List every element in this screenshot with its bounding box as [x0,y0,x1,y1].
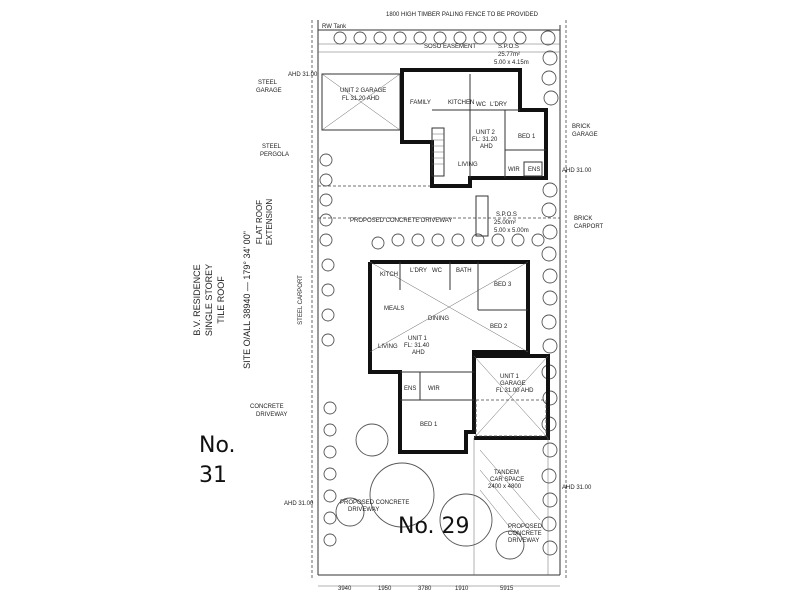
spos-top-dims: 5.00 x 4.15m [494,60,529,66]
site-area: SITE O/ALL 38940 — 179° 34' 00" [242,231,252,369]
flat-roof-note: FLAT ROOF EXTENSION [255,199,274,245]
dim-2: 1950 [378,586,392,592]
unit1-garage: GARAGE [500,381,526,387]
concrete-driveway-2: DRIVEWAY [256,412,287,418]
unit2-wc: WC [476,102,487,108]
unit1-kitch: KITCH [380,272,398,278]
unit-2-building [321,68,548,188]
residence-line-1: B.V. RESIDENCE [192,264,202,335]
dim-5: 5915 [500,586,514,592]
carport-note: STEEL CARPORT [298,275,304,325]
steel-pergola-2: PERGOLA [260,152,289,158]
ahd-left-bottom: AHD 31.00 [284,501,314,507]
unit2-garage-fl: FL 31.20 AHD [342,96,380,102]
unit2-garage: UNIT 2 GARAGE [340,88,386,94]
flat-roof-line-2: EXTENSION [265,199,274,245]
unit2-ens: ENS [528,167,540,173]
unit-1-building [368,260,550,454]
unit1-bed3: BED 3 [494,282,512,288]
unit1-ens: ENS [404,386,416,392]
unit1-garage-fl: FL 31.00 AHD [496,388,534,394]
proposed-right-2: CONCRETE [508,531,542,537]
spos-mid-area: 25.00m² [494,220,516,226]
tandem-1: TANDEM [494,470,519,476]
easement-label: SOSO EASEMENT [424,44,476,50]
unit2-bed1: BED 1 [518,134,536,140]
brick-carport-2: CARPORT [574,224,604,230]
unit2-ahd: AHD [480,144,493,150]
unit2-family: FAMILY [410,100,431,106]
ahd-right-top: AHD 31.00 [562,168,592,174]
unit1-bed2: BED 2 [490,324,508,330]
hedge-left [319,153,337,547]
spos-mid-title: S.P.O.S [496,212,517,218]
rw-tank: RW Tank [322,24,347,30]
ahd-right-bottom: AHD 31.00 [562,485,592,491]
tandem-2: CAR SPACE [490,477,524,483]
trees-front [335,423,525,560]
brick-garage-2: GARAGE [572,132,598,138]
unit1-bath: BATH [456,268,472,274]
fence-gate [475,195,489,237]
ahd-left-top: AHD 31.00 [288,72,318,78]
steel-garage-2: GARAGE [256,88,282,94]
unit1-title: UNIT 1 [408,336,428,342]
proposed-concrete-mid: PROPOSED CONCRETE DRIVEWAY [350,218,452,224]
dim-4: 1910 [455,586,469,592]
unit1-fl: FL: 31.40 [404,343,430,349]
unit1-wir: WIR [428,386,440,392]
label-no: No. [199,433,236,458]
unit1-garage-title: UNIT 1 [500,374,520,380]
residence-line-2: SINGLE STOREY [204,264,214,336]
dim-1: 3940 [338,586,352,592]
label-no-29: No. 29 [398,514,470,539]
steel-carport: STEEL CARPORT [298,275,304,325]
unit2-ldry: L'DRY [490,102,507,108]
unit2-kitchen: KITCHEN [448,100,474,106]
label-no-31: 31 [199,463,227,488]
steel-garage-1: STEEL [258,80,278,86]
unit2-living: LIVING [458,162,478,168]
unit1-meals: MEALS [384,306,404,312]
driveway-lower [473,438,549,575]
unit1-bed1: BED 1 [420,422,438,428]
unit2-wir: WIR [508,167,520,173]
steel-pergola-1: STEEL [262,144,282,150]
brick-garage-1: BRICK [572,124,590,130]
proposed-right-3: DRIVEWAY [508,538,539,544]
brick-carport-1: BRICK [574,216,592,222]
fence-note-top: 1800 HIGH TIMBER PALING FENCE TO BE PROV… [386,12,539,18]
concrete-driveway-1: CONCRETE [250,404,284,410]
spos-top-title: S.P.O.S [498,44,519,50]
spos-top-area: 25.77m² [498,52,520,58]
unit2-fl: FL: 31.20 [472,137,498,143]
hedge-middle [333,31,545,250]
spos-mid-dims: 5.00 x 5.00m [494,228,529,234]
unit1-ldry: L'DRY [410,268,427,274]
residence-note: B.V. RESIDENCE SINGLE STOREY TILE ROOF [192,264,226,336]
residence-line-3: TILE ROOF [216,276,226,324]
proposed-left-2: DRIVEWAY [348,507,379,513]
proposed-right-1: PROPOSED [508,524,543,530]
flat-roof-line-1: FLAT ROOF [255,200,264,244]
tandem-3: 2400 x 4800 [488,484,522,490]
site-note: SITE O/ALL 38940 — 179° 34' 00" [242,231,252,369]
unit1-wc: WC [432,268,443,274]
unit1-dining: DINING [428,316,449,322]
proposed-left-1: PROPOSED CONCRETE [340,500,409,506]
unit2-title: UNIT 2 [476,130,496,136]
unit1-living: LIVING [378,344,398,350]
unit1-ahd: AHD [412,350,425,356]
dim-3: 3780 [418,586,432,592]
